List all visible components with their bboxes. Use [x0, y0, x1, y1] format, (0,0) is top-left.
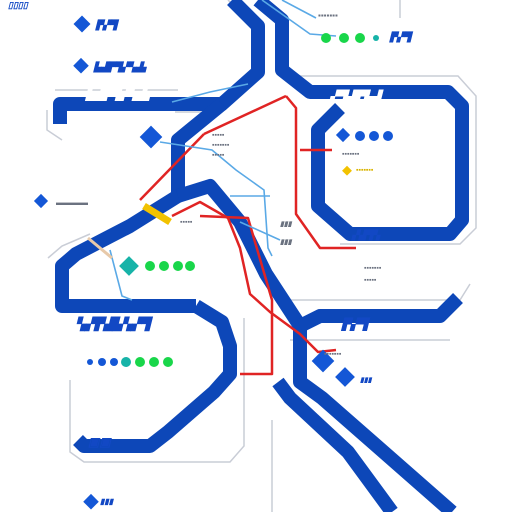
- seq-top-dot-1[interactable]: [321, 33, 331, 43]
- seq-lower-dot-2[interactable]: [98, 358, 106, 366]
- label-west: ▬▬▬▬: [56, 198, 88, 207]
- seq-lower-dot-7[interactable]: [163, 357, 173, 367]
- label-top-right-2: ▛▞▜: [389, 31, 414, 43]
- seq-top-dot-3[interactable]: [355, 33, 365, 43]
- label-right-mid-box: ▞▟▜▚: [351, 229, 382, 241]
- station-marker-south[interactable]: [83, 493, 99, 510]
- outline-layer: [46, 0, 477, 512]
- label-center-col-2: ▮▮▮: [280, 239, 293, 246]
- outline-track-3: [300, 75, 477, 245]
- light-line-5: [230, 195, 281, 241]
- label-mid-center: ▪▪▪▪▪: [180, 219, 193, 226]
- blue-track-main-north: [170, 0, 265, 111]
- blue-track-trunk-west-detail: [175, 179, 457, 512]
- outline-track-2: [46, 89, 178, 141]
- seq-box-dot-4[interactable]: [383, 131, 393, 141]
- light-line-6: [109, 249, 133, 301]
- light-line-3: [171, 83, 249, 103]
- label-box-1: ▪▪▪▪▪▪▪: [342, 151, 360, 158]
- station-marker-hub-c[interactable]: [335, 367, 355, 387]
- seq-box-dot-3[interactable]: [369, 131, 379, 141]
- seq-lower-dot-4[interactable]: [121, 357, 131, 367]
- blue-track-trunk: [55, 98, 227, 313]
- gold-line-segment: [142, 203, 172, 225]
- seq-box-dot-2[interactable]: [355, 131, 365, 141]
- red-line-arch: [203, 94, 287, 136]
- blue-track-layer: [53, 0, 469, 512]
- station-marker-north-2[interactable]: [73, 57, 89, 74]
- label-top-left-2: ▛▞▜: [95, 19, 120, 31]
- blue-track-right-mid: [296, 293, 463, 333]
- label-upper-mid: ▙▟▛▜▞▚▟▖: [93, 61, 149, 73]
- seq-lower-dot-6[interactable]: [149, 357, 159, 367]
- label-center-col-1: ▮▮▮: [280, 221, 293, 228]
- label-center-3: ▪▪▪▪▪: [212, 152, 225, 159]
- seq-lower-dot-5[interactable]: [135, 357, 145, 367]
- label-bottom-small: ▮▮▮: [100, 497, 115, 506]
- seq-mid-dot-2[interactable]: [159, 261, 169, 271]
- seq-mid-dot-3[interactable]: [173, 261, 183, 271]
- tan-line-segment: [87, 236, 113, 260]
- station-marker-west[interactable]: [33, 193, 49, 209]
- outline-track-5: [69, 318, 245, 463]
- light-line-2: [281, 0, 317, 19]
- station-markers: [33, 15, 355, 510]
- label-bottom-left: ▣▣: [88, 435, 112, 449]
- outline-track-4: [47, 233, 91, 259]
- station-sequence-box: [335, 127, 393, 143]
- station-marker-hub-teal[interactable]: [119, 256, 139, 276]
- label-left-mid: ▚▞▛▟▙▚▞▜: [76, 316, 154, 332]
- station-sequence-top: [321, 33, 379, 43]
- label-box-2: ▪▪▪▪▪▪▪: [356, 167, 374, 174]
- seq-lower-dot-1[interactable]: [87, 359, 93, 365]
- station-marker-hub-a[interactable]: [139, 125, 163, 149]
- seq-top-dot-4[interactable]: [373, 35, 379, 41]
- blue-track-east-loop: [253, 0, 469, 241]
- red-line-spur: [199, 214, 274, 376]
- red-line-loop: [171, 200, 337, 354]
- outline-track-6: [271, 0, 401, 512]
- label-upper-left-box: ▙▟▛▜▞▚▟▖: [84, 87, 154, 101]
- label-right-lower-2: ▪▪▪▪▪: [364, 277, 377, 284]
- label-layer: ▯▯▯▯ ▛▞▜ ▪▪▪▪▪▪▪ ▛▞▜ ▙▟▛▜▞▚▟▖ ▙▟▛▜▞▚▟▖ ▞…: [8, 0, 414, 506]
- red-line-west: [139, 133, 205, 201]
- blue-track-lower-south: [73, 300, 237, 453]
- label-center-1: ▪▪▪▪▪: [212, 132, 225, 139]
- station-sequence-lower: [87, 357, 173, 367]
- label-right-lower-1: ▪▪▪▪▪▪▪: [364, 265, 382, 272]
- seq-mid-dot-1[interactable]: [145, 261, 155, 271]
- light-line-4: [159, 141, 273, 257]
- blue-track-upper-left-branch: [53, 97, 170, 124]
- label-center-2: ▪▪▪▪▪▪▪: [212, 142, 230, 149]
- label-top-right: ▪▪▪▪▪▪▪: [318, 11, 338, 20]
- blue-track-diagonal-south: [272, 377, 398, 512]
- station-marker-yellow[interactable]: [342, 165, 352, 176]
- seq-lower-dot-3[interactable]: [110, 358, 118, 366]
- station-marker-north-1[interactable]: [73, 15, 91, 33]
- label-hub-b-2: ▮▮▮: [360, 377, 373, 384]
- red-line-layer: [139, 94, 356, 376]
- seq-top-dot-2[interactable]: [339, 33, 349, 43]
- label-right-mid-lower: ▛▞▜: [340, 317, 371, 331]
- station-sequence-mid: [145, 261, 195, 271]
- seq-mid-dot-4[interactable]: [185, 261, 195, 271]
- station-marker-hub-b[interactable]: [311, 349, 335, 373]
- label-top-left: ▯▯▯▯: [8, 0, 29, 10]
- label-hub-b-1: ▪▪▪▪▪▪▪: [324, 351, 342, 358]
- label-right-upper-box: ▞▜▟▛▙▟: [328, 89, 384, 103]
- red-line-northeast: [285, 95, 356, 250]
- seq-box-dot-1[interactable]: [335, 127, 351, 143]
